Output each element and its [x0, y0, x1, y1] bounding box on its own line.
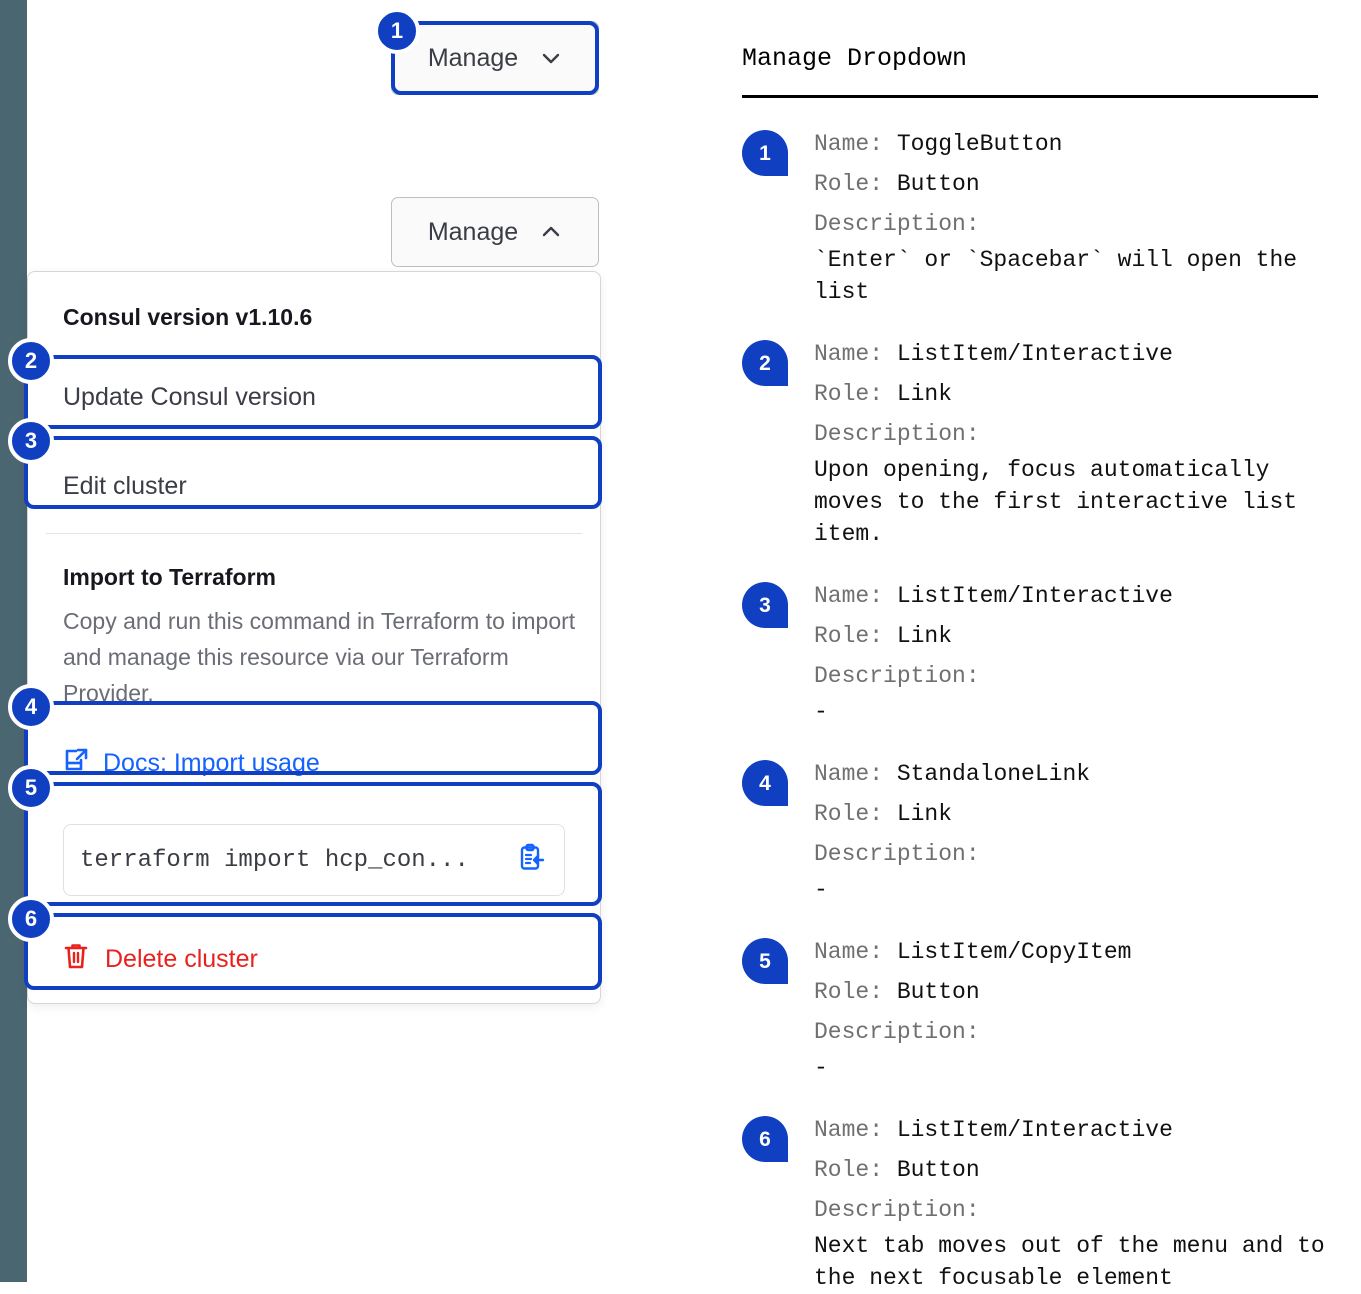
manage-dropdown-menu: Consul version v1.10.6 Update Consul ver… — [27, 271, 601, 1004]
legend-description-label: Description: — [814, 841, 980, 867]
terraform-command-row: terraform import hcp_con... — [28, 802, 600, 918]
manage-button-label: Manage — [427, 43, 519, 72]
legend-name-value: ListItem/Interactive — [896, 341, 1173, 367]
legend-name-label: Name: — [814, 761, 897, 787]
legend-role-line: Role: Button — [814, 1150, 1342, 1190]
chevron-up-icon — [540, 221, 562, 243]
legend-badge-3: 3 — [742, 582, 788, 628]
legend-description-label: Description: — [814, 421, 980, 447]
chevron-down-icon — [540, 47, 562, 69]
terraform-command-value: terraform import hcp_con... — [80, 846, 469, 874]
legend-name-value: ToggleButton — [896, 131, 1063, 157]
legend-role-value: Link — [896, 623, 953, 649]
menu-item-update-consul-version[interactable]: Update Consul version — [63, 383, 316, 411]
legend-role-value: Link — [896, 801, 953, 827]
legend-description-label: Description: — [814, 1197, 980, 1223]
legend-description-value: - — [814, 699, 828, 725]
trash-icon — [63, 942, 89, 977]
annotation-badge-4: 4 — [8, 684, 54, 730]
consul-version-heading: Consul version v1.10.6 — [63, 304, 313, 330]
clipboard-copy-icon[interactable] — [516, 843, 546, 878]
legend-name-line: Name: ToggleButton — [814, 124, 1342, 164]
annotation-badge-2: 2 — [8, 338, 54, 384]
legend-description-label: Description: — [814, 1019, 980, 1045]
docs-external-link-icon — [63, 747, 89, 780]
legend-name-label: Name: — [814, 131, 897, 157]
legend-divider — [742, 95, 1318, 98]
menu-divider — [46, 533, 582, 534]
legend-description-value: - — [814, 1055, 828, 1081]
legend-role-label: Role: — [814, 171, 897, 197]
legend-badge-2: 2 — [742, 340, 788, 386]
legend-name-label: Name: — [814, 1117, 897, 1143]
legend-name-line: Name: ListItem/Interactive — [814, 576, 1342, 616]
manage-toggle-button-collapsed[interactable]: Manage — [391, 21, 599, 95]
legend-name-value: ListItem/Interactive — [896, 583, 1173, 609]
legend-description-value: - — [814, 877, 828, 903]
legend-name-line: Name: ListItem/Interactive — [814, 1110, 1342, 1150]
import-to-terraform-description: Copy and run this command in Terraform t… — [63, 608, 576, 706]
legend-name-label: Name: — [814, 341, 897, 367]
legend-role-label: Role: — [814, 381, 897, 407]
import-to-terraform-title: Import to Terraform — [63, 564, 276, 590]
docs-link-label: Docs: Import usage — [103, 749, 320, 777]
legend-role-line: Role: Button — [814, 972, 1342, 1012]
legend-name-value: ListItem/CopyItem — [896, 939, 1132, 965]
menu-item-delete-cluster[interactable]: Delete cluster — [28, 918, 600, 1003]
legend-name-line: Name: ListItem/CopyItem — [814, 932, 1342, 972]
legend-name-line: Name: StandaloneLink — [814, 754, 1342, 794]
legend-name-label: Name: — [814, 583, 897, 609]
legend-name-value: ListItem/Interactive — [896, 1117, 1173, 1143]
legend-description-label: Description: — [814, 211, 980, 237]
legend-badge-6: 6 — [742, 1116, 788, 1162]
legend-name-line: Name: ListItem/Interactive — [814, 334, 1342, 374]
legend-name-label: Name: — [814, 939, 897, 965]
legend-role-value: Button — [896, 979, 980, 1005]
legend-description-value: Next tab moves out of the menu and to th… — [814, 1233, 1339, 1291]
legend-badge-5: 5 — [742, 938, 788, 984]
legend-role-label: Role: — [814, 623, 897, 649]
legend-role-line: Role: Link — [814, 794, 1342, 834]
delete-cluster-label: Delete cluster — [105, 945, 258, 973]
annotation-badge-6: 6 — [8, 896, 54, 942]
menu-item-edit-cluster[interactable]: Edit cluster — [63, 472, 187, 500]
annotation-badge-1: 1 — [374, 8, 420, 54]
legend-description-value: `Enter` or `Spacebar` will open the list — [814, 247, 1311, 305]
legend-title: Manage Dropdown — [742, 44, 968, 73]
legend-role-label: Role: — [814, 1157, 897, 1183]
annotation-badge-3: 3 — [8, 418, 54, 464]
legend-badge-1: 1 — [742, 130, 788, 176]
menu-item-docs-import-usage[interactable]: Docs: Import usage — [28, 725, 600, 802]
legend-role-line: Role: Button — [814, 164, 1342, 204]
legend-role-value: Button — [896, 171, 980, 197]
manage-button-label-expanded: Manage — [427, 217, 519, 246]
legend-role-line: Role: Link — [814, 374, 1342, 414]
legend-role-line: Role: Link — [814, 616, 1342, 656]
legend-name-value: StandaloneLink — [896, 761, 1091, 787]
annotated-ui-pane: Manage 1 Manage Consul version v1.10.6 U… — [8, 8, 602, 1004]
legend-role-value: Button — [896, 1157, 980, 1183]
legend-description-value: Upon opening, focus automatically moves … — [814, 457, 1311, 547]
legend-role-label: Role: — [814, 979, 897, 1005]
annotation-badge-5: 5 — [8, 765, 54, 811]
manage-toggle-button-expanded[interactable]: Manage — [391, 197, 599, 267]
legend-badge-4: 4 — [742, 760, 788, 806]
legend-role-value: Link — [896, 381, 953, 407]
terraform-command-field[interactable]: terraform import hcp_con... — [63, 824, 565, 896]
legend-role-label: Role: — [814, 801, 897, 827]
left-edge-rail — [0, 0, 27, 1282]
legend-description-label: Description: — [814, 663, 980, 689]
